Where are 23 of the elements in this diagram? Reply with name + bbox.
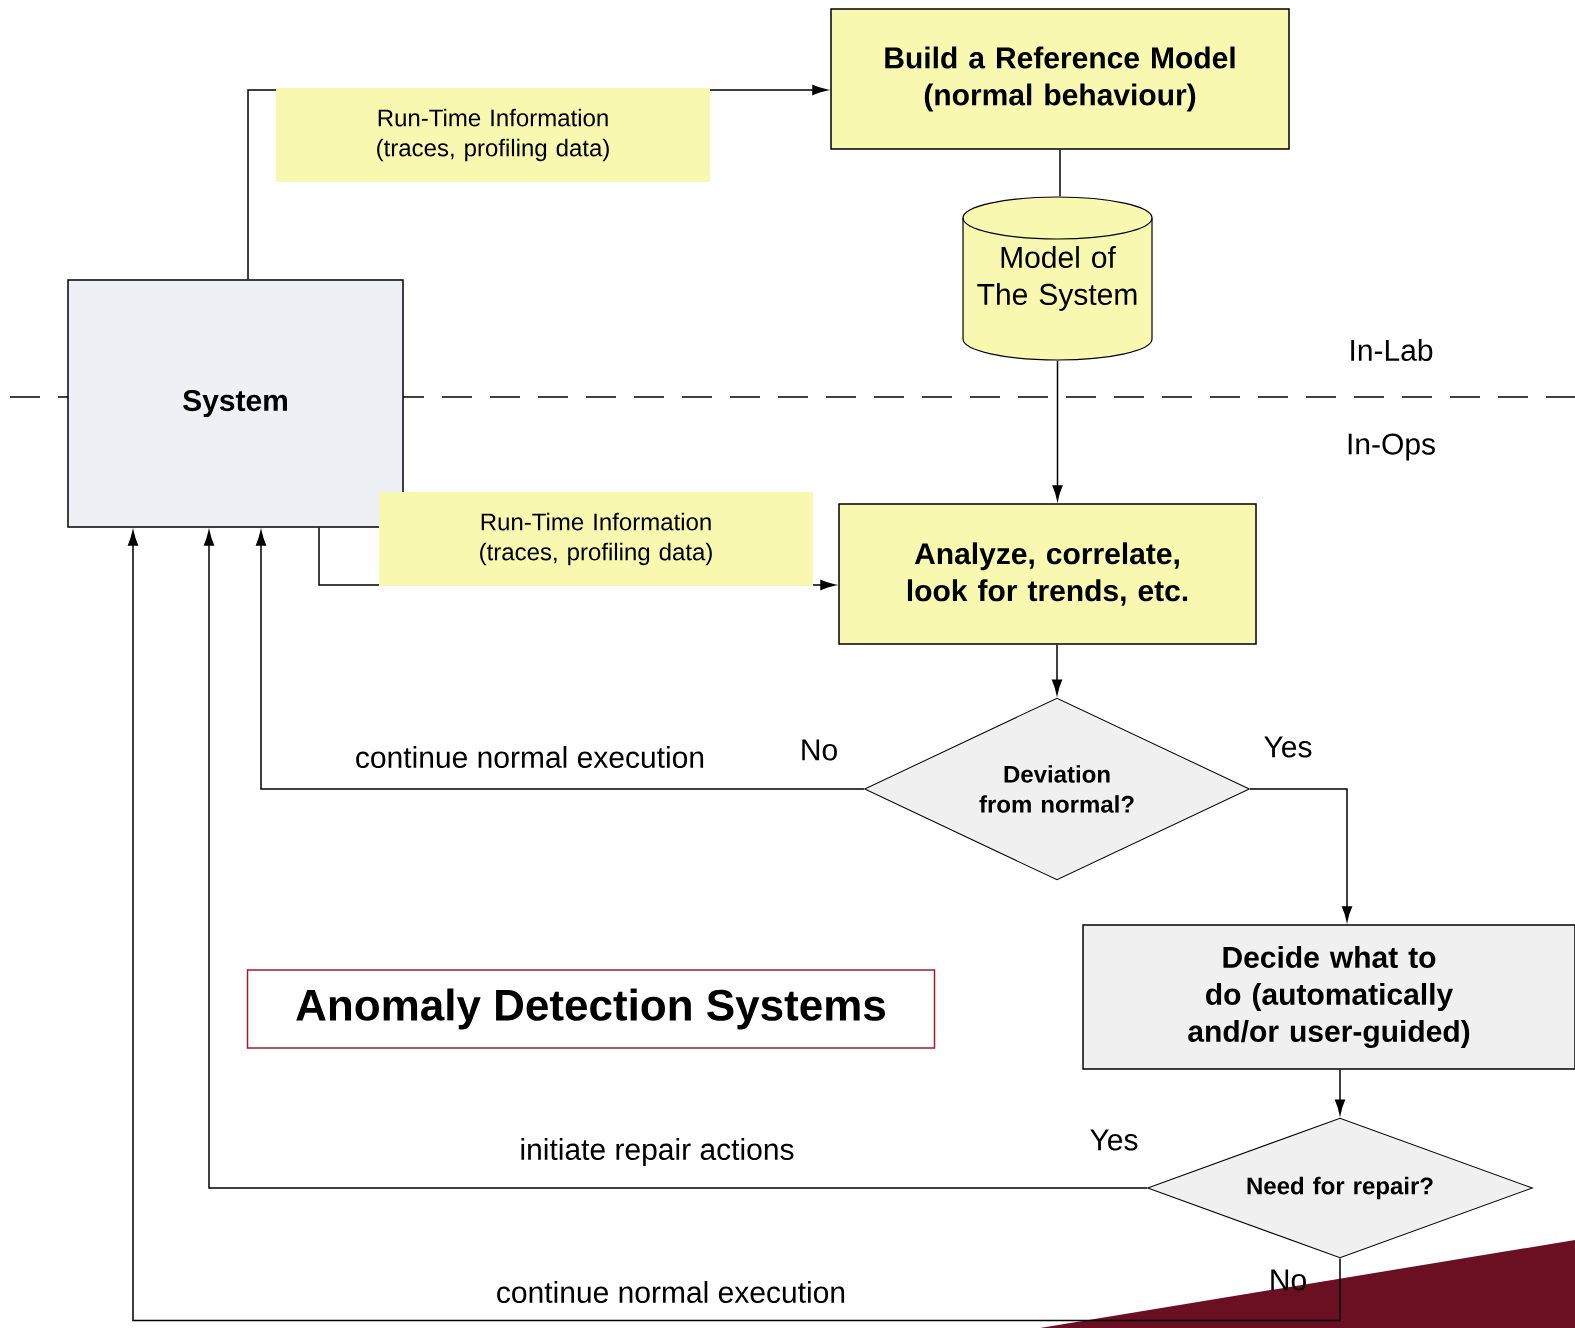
branch-label: No	[802, 739, 837, 761]
region-label: In-Ops	[1348, 433, 1435, 461]
edge-label: continue normal execution	[351, 743, 709, 771]
arrow	[127, 530, 1341, 1322]
branch-label: No	[1271, 1269, 1306, 1291]
arrow	[1334, 1069, 1346, 1115]
process-box: Build a Reference Model (normal behaviour)	[830, 8, 1290, 150]
arrow	[1249, 788, 1353, 922]
edge-label: continue normal execution	[492, 1278, 850, 1306]
process-box: Decide what to do (automatically and/or user-guided)	[1082, 924, 1575, 1070]
edge-label: Run-Time Information (traces, profiling data)	[276, 88, 710, 182]
process-box: Analyze, correlate, look for trends, etc.	[838, 503, 1257, 645]
database-cylinder: Model of The System	[962, 196, 1153, 361]
edge-label: initiate repair actions	[516, 1135, 798, 1169]
branch-label: Yes	[1090, 1129, 1138, 1151]
arrow	[1051, 644, 1063, 695]
region-label: In-Lab	[1351, 339, 1433, 361]
edge-label: Run-Time Information (traces, profiling data)	[379, 492, 813, 586]
process-box: System	[67, 279, 404, 528]
arrow	[255, 530, 865, 790]
arrow	[1052, 360, 1063, 501]
arrow	[203, 530, 1148, 1189]
title-box: Anomaly Detection Systems	[246, 969, 936, 1049]
